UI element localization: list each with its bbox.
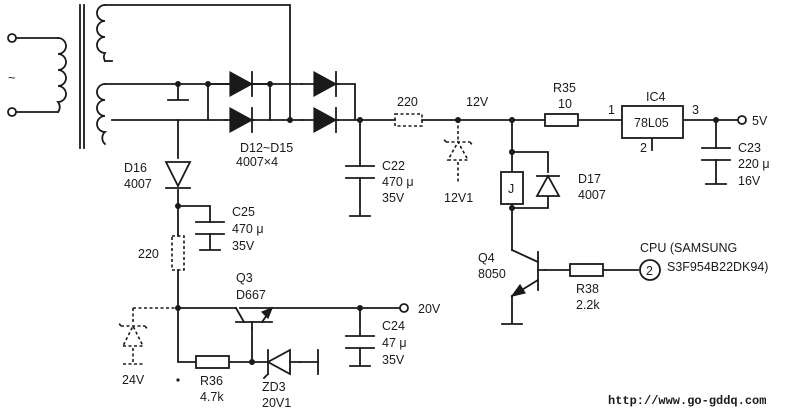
junction-dots — [175, 81, 719, 365]
d16-part: 4007 — [124, 177, 152, 191]
c24-ref: C24 — [382, 319, 405, 333]
q3-part: D667 — [236, 288, 266, 302]
resistor-r35-icon — [544, 113, 579, 127]
rectifier-part: 4007×4 — [236, 155, 278, 169]
zd3-part: 20V1 — [262, 396, 291, 410]
cpu-label: CPU (SAMSUNG — [640, 241, 737, 255]
ic4-pin3: 3 — [692, 103, 699, 117]
d16-ref: D16 — [124, 161, 147, 175]
c25-voltage: 35V — [232, 239, 255, 253]
resistor-220-top-icon — [394, 113, 423, 127]
diode-d16-icon — [164, 161, 192, 189]
ic4-part: 78L05 — [634, 116, 669, 130]
r38-value: 2.2k — [576, 298, 600, 312]
out-5v-label: 5V — [752, 114, 768, 128]
d17-ref: D17 — [578, 172, 601, 186]
transformer-core — [79, 4, 85, 149]
r35-value: 10 — [558, 97, 572, 111]
diode-d13-icon — [229, 106, 254, 134]
ic4-pin1: 1 — [608, 103, 615, 117]
r35-ref: R35 — [553, 81, 576, 95]
ac-terminal-top — [7, 33, 17, 43]
ac-input: ~ — [7, 33, 59, 117]
cpu-part: S3F954B22DK94) — [667, 260, 768, 274]
diode-d12-icon — [229, 70, 254, 98]
cpu-pin: 2 — [646, 264, 653, 278]
r36-ref: R36 — [200, 374, 223, 388]
rectifier-ref: D12~D15 — [240, 141, 293, 155]
watermark-url: http://www.go-gddq.com — [608, 394, 766, 408]
c22-ref: C22 — [382, 159, 405, 173]
q3-ref: Q3 — [236, 271, 253, 285]
q4-ref: Q4 — [478, 251, 495, 265]
resistor-220-left-icon — [171, 235, 185, 271]
diode-d17-icon — [535, 174, 561, 197]
relay-coil-j — [500, 171, 524, 205]
secondary-coil-lower-icon — [96, 83, 108, 146]
capacitor-c22-icon — [345, 165, 375, 179]
c22-value: 470 μ — [382, 175, 414, 189]
r36-value: 4.7k — [200, 390, 224, 404]
zener-24v-icon — [117, 321, 149, 347]
cpu-pin-circle — [639, 259, 661, 281]
transistor-q4-icon — [510, 248, 546, 298]
relay-label: J — [508, 182, 514, 196]
diode-d14-icon — [313, 70, 338, 98]
capacitor-c23-icon — [701, 147, 731, 161]
c24-voltage: 35V — [382, 353, 405, 367]
terminal-5v — [737, 115, 747, 125]
c23-value: 220 μ — [738, 157, 770, 171]
c23-ref: C23 — [738, 141, 761, 155]
primary-coil-icon — [56, 37, 67, 114]
c23-voltage: 16V — [738, 174, 761, 188]
regulator-ic4 — [621, 105, 684, 139]
ic4-ref: IC4 — [646, 90, 666, 104]
c25-value: 470 μ — [232, 222, 264, 236]
q4-part: 8050 — [478, 267, 506, 281]
out-20v-label: 20V — [418, 302, 441, 316]
r-top-value: 220 — [397, 95, 418, 109]
c24-value: 47 μ — [382, 336, 407, 350]
ac-terminal-bottom — [7, 107, 17, 117]
ic4-pin2: 2 — [640, 141, 647, 155]
terminal-20v — [399, 303, 409, 313]
zd3-ref: ZD3 — [262, 380, 286, 394]
wires — [104, 4, 739, 382]
d17-part: 4007 — [578, 188, 606, 202]
diode-d15-icon — [313, 106, 338, 134]
zener-12v-ref: 12V1 — [444, 191, 473, 205]
c22-voltage: 35V — [382, 191, 405, 205]
zener-zd3-icon — [251, 348, 319, 380]
secondary-coil-upper-icon — [96, 4, 107, 63]
capacitor-c24-icon — [345, 335, 375, 349]
zener-12v-icon — [442, 137, 474, 161]
resistor-r38-icon — [569, 263, 604, 277]
transformer — [56, 4, 108, 149]
mains-symbol: ~ — [8, 71, 15, 85]
transistor-q3-icon — [234, 306, 274, 329]
c25-ref: C25 — [232, 205, 255, 219]
node-12v-label: 12V — [466, 95, 489, 109]
capacitor-c25-icon — [195, 221, 225, 235]
r-left-value: 220 — [138, 247, 159, 261]
resistor-r36-icon — [195, 355, 230, 369]
r38-ref: R38 — [576, 282, 599, 296]
rectifier-bridge — [225, 70, 339, 134]
zener-24v-label: 24V — [122, 373, 145, 387]
